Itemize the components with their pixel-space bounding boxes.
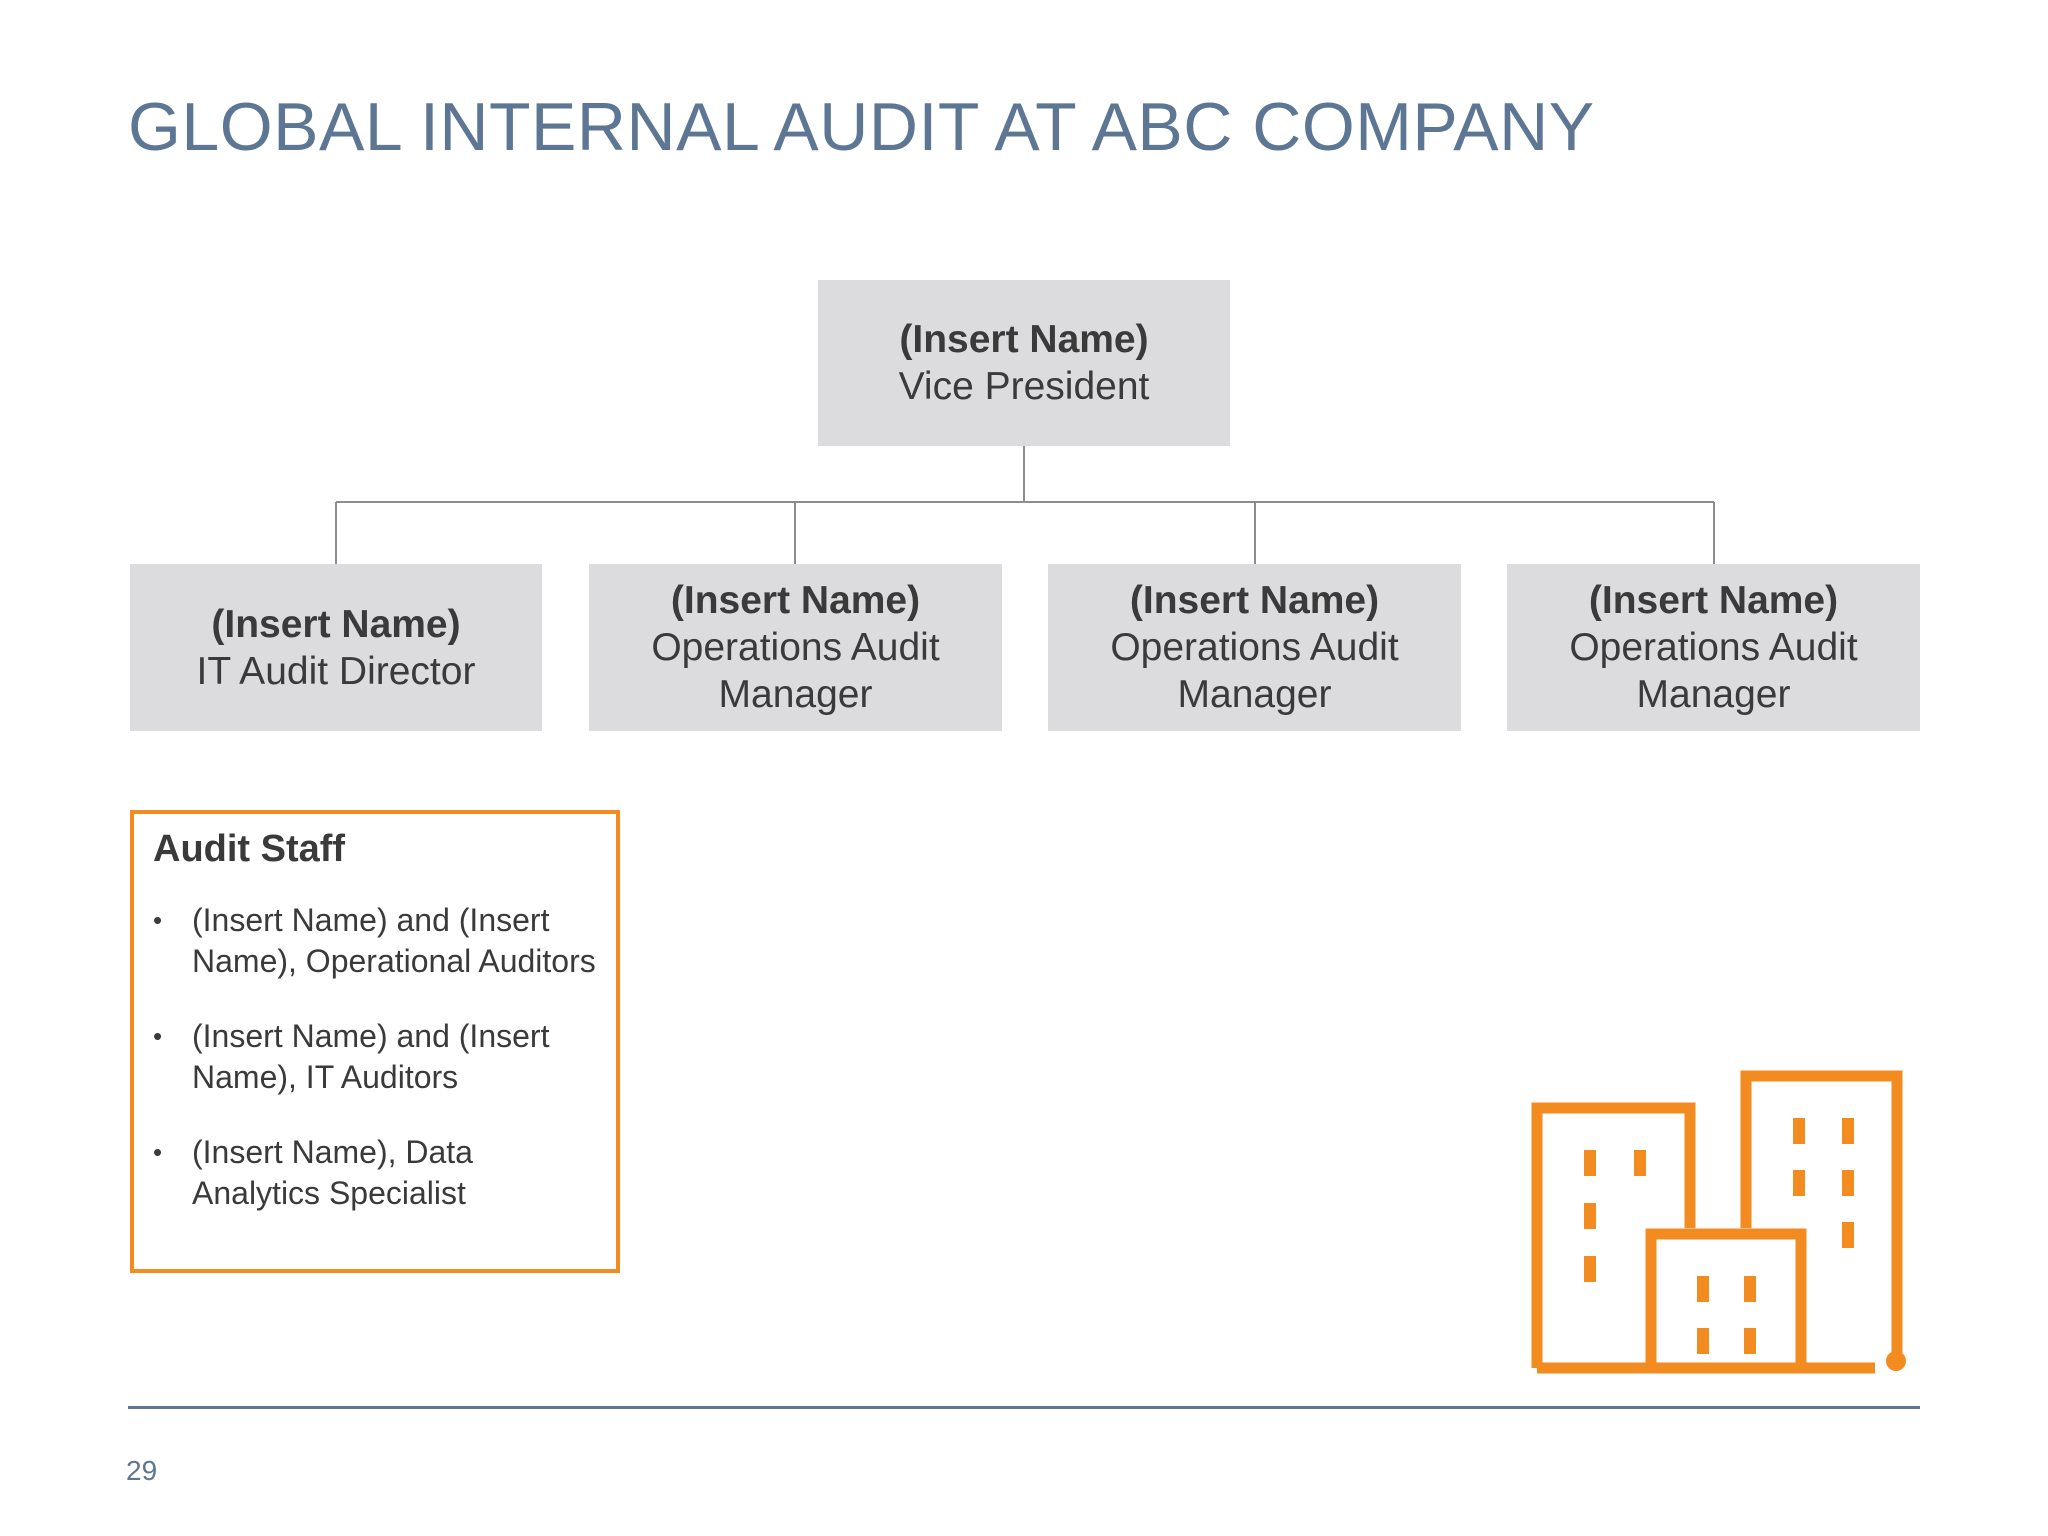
org-box-vice-president: (Insert Name) Vice President <box>818 280 1230 446</box>
org-box-operations-audit-manager-3: (Insert Name) Operations Audit Manager <box>1507 564 1920 731</box>
audit-staff-item: • (Insert Name) and (Insert Name), IT Au… <box>153 1016 596 1098</box>
org-box-role: IT Audit Director <box>196 649 476 693</box>
org-box-name: (Insert Name) <box>1588 579 1839 622</box>
org-box-operations-audit-manager-1: (Insert Name) Operations Audit Manager <box>589 564 1002 731</box>
org-box-name: (Insert Name) <box>1129 579 1380 622</box>
page-number: 29 <box>126 1455 158 1486</box>
bullet-icon: • <box>153 1137 163 1167</box>
audit-staff-list: • (Insert Name) and (Insert Name), Opera… <box>153 900 596 1214</box>
office-buildings-icon <box>1531 1070 1906 1374</box>
bullet-icon: • <box>153 1021 163 1051</box>
org-box-name: (Insert Name) <box>899 318 1149 361</box>
audit-staff-item-text: (Insert Name) and (Insert Name), Operati… <box>192 902 596 979</box>
org-box-operations-audit-manager-2: (Insert Name) Operations Audit Manager <box>1048 564 1461 731</box>
slide-title: GLOBAL INTERNAL AUDIT AT ABC COMPANY <box>128 89 1595 165</box>
org-box-role: Operations Audit Manager <box>651 626 940 716</box>
org-box-role: Operations Audit Manager <box>1110 626 1399 716</box>
org-box-name: (Insert Name) <box>211 602 461 646</box>
audit-staff-box: Audit Staff • (Insert Name) and (Insert … <box>130 810 620 1273</box>
org-box-it-audit-director: (Insert Name) IT Audit Director <box>130 564 542 731</box>
org-box-role: Operations Audit Manager <box>1569 626 1858 716</box>
bullet-icon: • <box>153 905 163 935</box>
audit-staff-item: • (Insert Name), Data Analytics Speciali… <box>153 1132 596 1214</box>
audit-staff-title: Audit Staff <box>153 828 346 870</box>
footer-divider <box>128 1406 1920 1409</box>
audit-staff-item: • (Insert Name) and (Insert Name), Opera… <box>153 900 596 982</box>
org-box-role: Vice President <box>898 365 1150 408</box>
org-box-name: (Insert Name) <box>670 579 921 622</box>
audit-staff-item-text: (Insert Name) and (Insert Name), IT Audi… <box>192 1018 550 1095</box>
audit-staff-item-text: (Insert Name), Data Analytics Specialist <box>192 1134 473 1211</box>
